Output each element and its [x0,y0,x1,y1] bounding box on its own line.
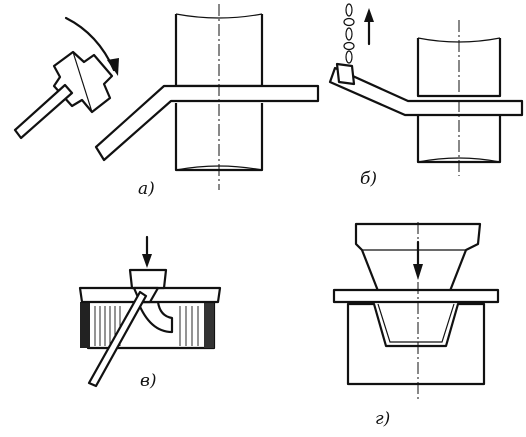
die-groove [136,300,174,334]
chain [343,3,355,64]
die-block-side [80,302,90,348]
panel-b: б) [328,3,524,189]
panel-label-v: в) [140,371,157,391]
workpiece-strip [94,84,320,162]
swing-arrowhead [107,58,119,76]
press-arrowhead [142,254,152,268]
panel-label-a: а) [138,179,155,199]
panel-a: а) [13,4,320,199]
hammer [13,50,114,140]
panel-label-g: г) [375,409,390,429]
lift-arrowhead [364,8,374,22]
panel-v: в) [78,235,222,391]
punch [128,268,168,290]
workpiece-strip [328,66,524,117]
hammer-handle [13,83,74,140]
panel-label-b: б) [360,169,377,189]
panel-g: г) [332,222,500,429]
clamp [335,62,356,86]
sheet-workpiece [332,288,500,304]
rod-workpiece [87,290,148,388]
lower-die [346,302,486,386]
